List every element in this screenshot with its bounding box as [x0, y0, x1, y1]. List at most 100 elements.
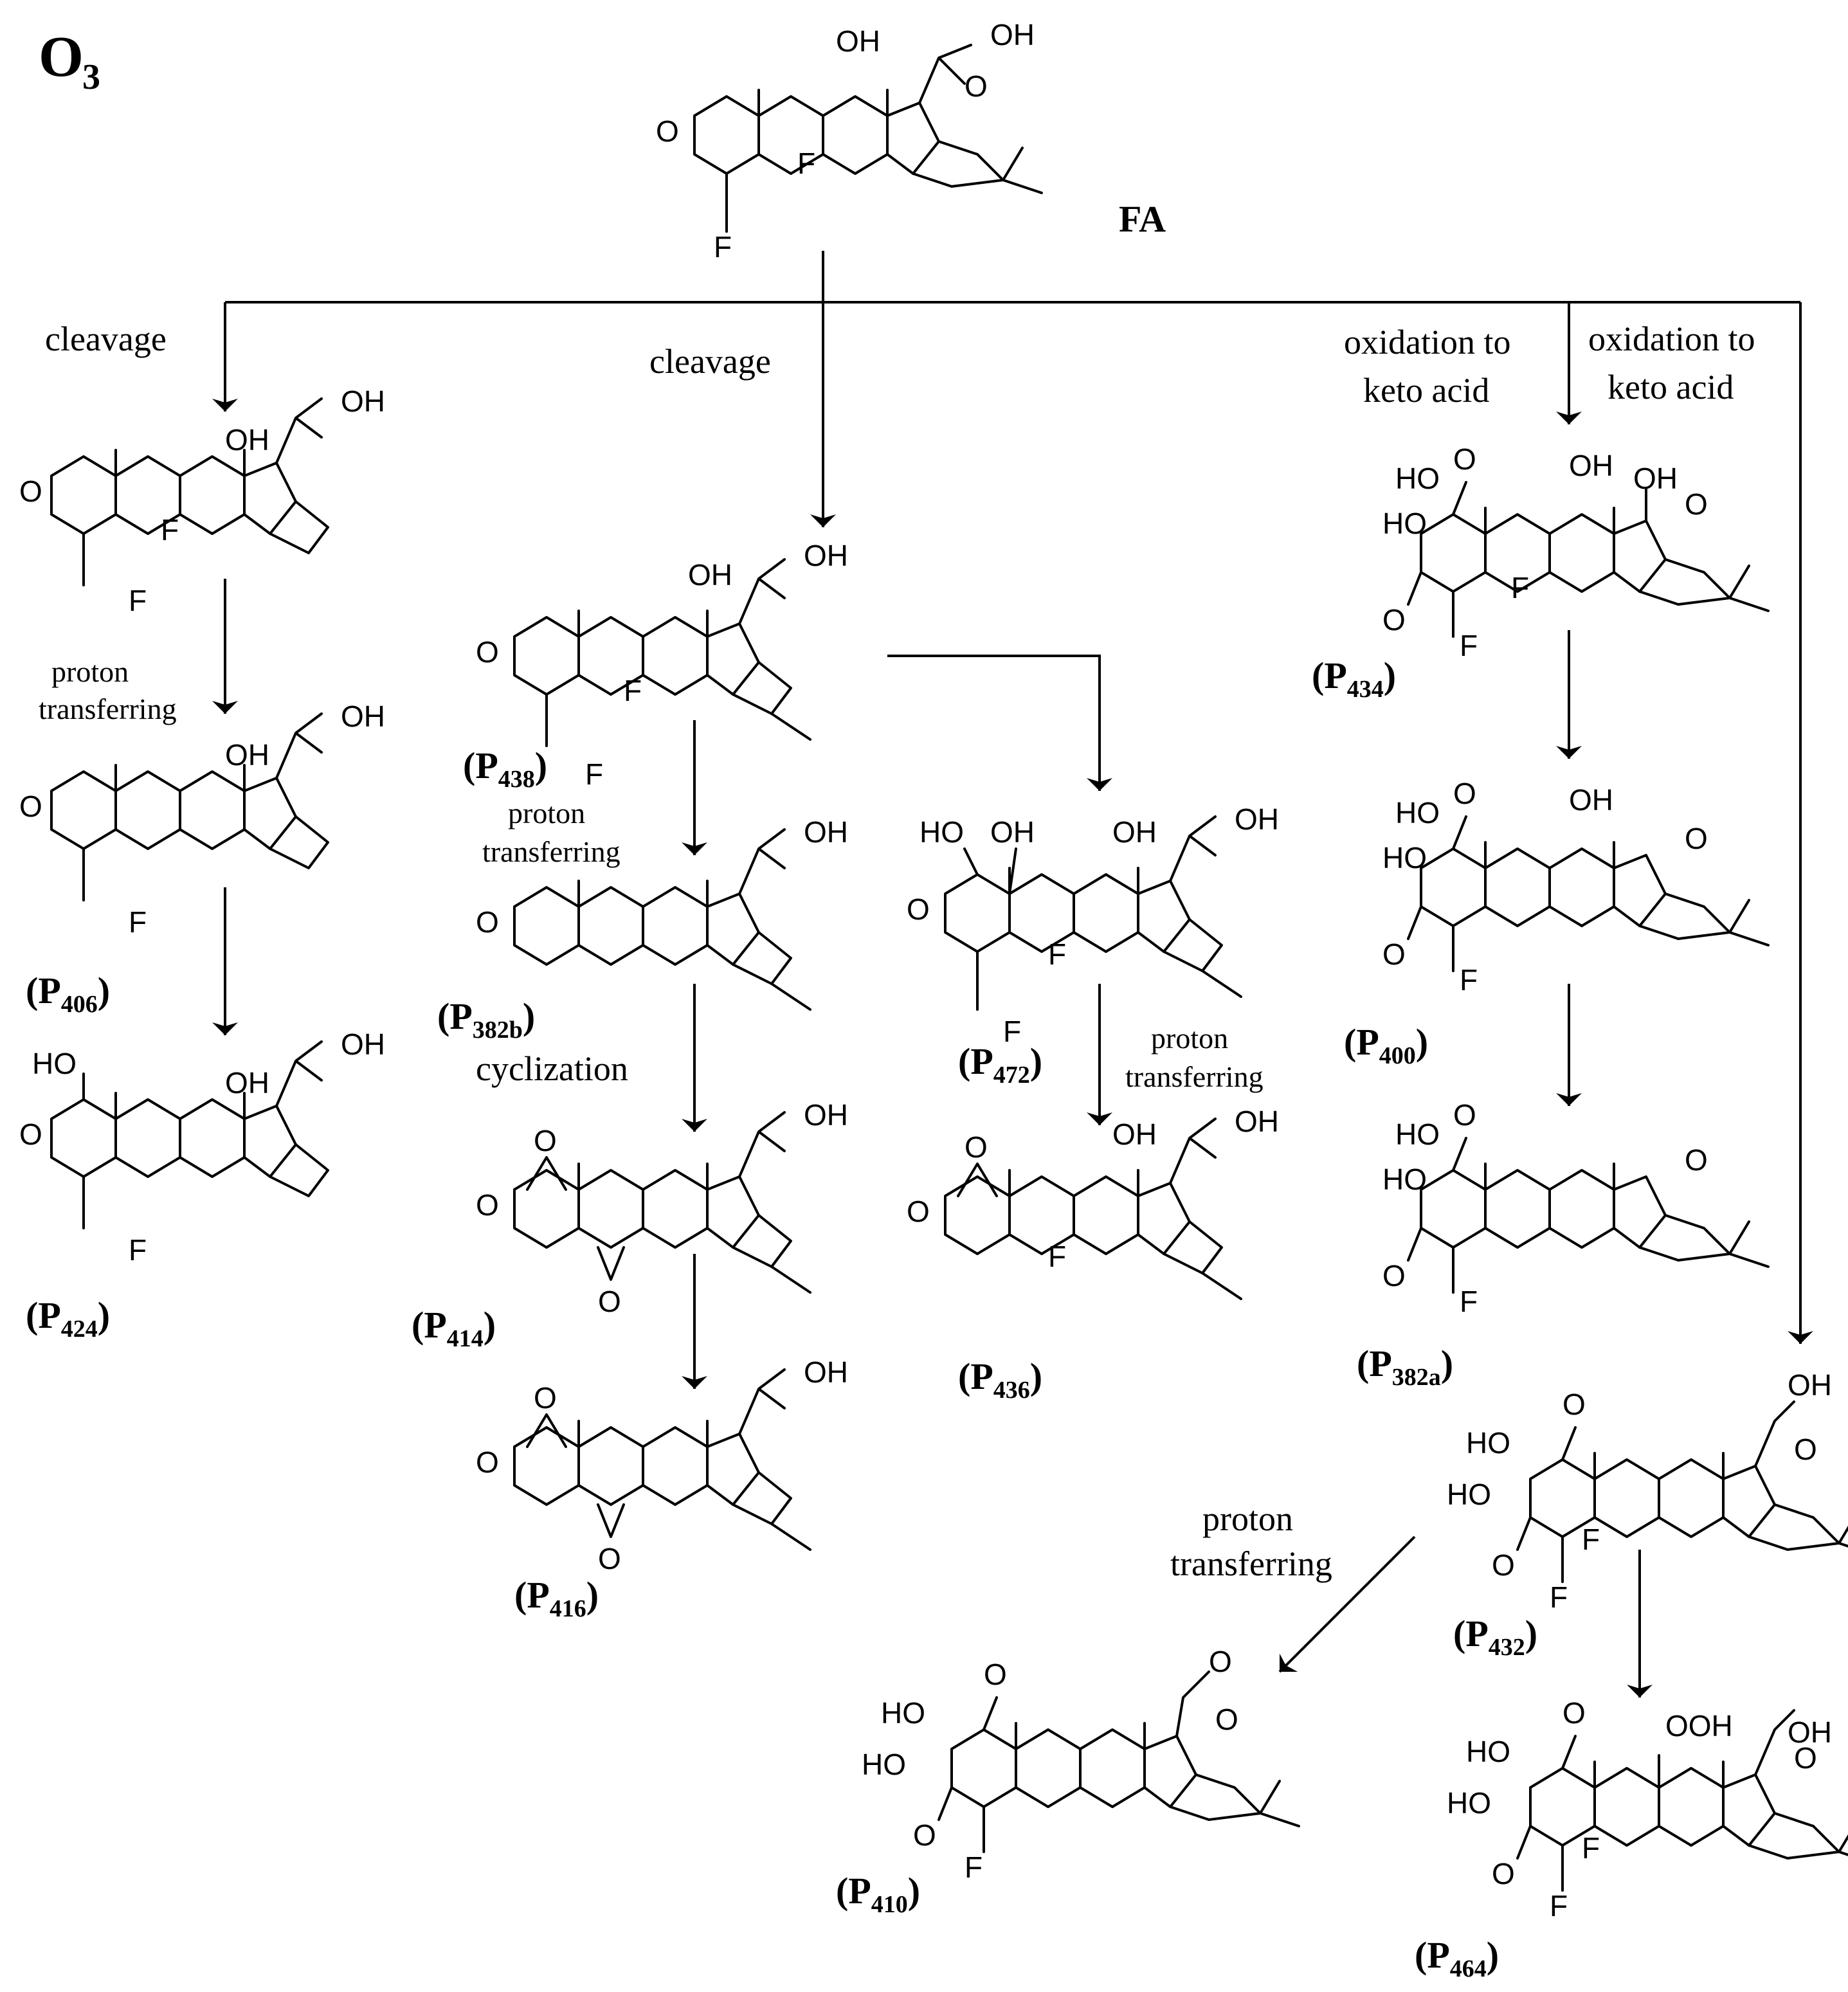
label-P382a: (P382a) — [1357, 1343, 1453, 1391]
svg-text:(P414): (P414) — [412, 1304, 496, 1352]
step-oxidation-2-l1: oxidation to — [1588, 320, 1755, 358]
svg-text:HO: HO — [1395, 796, 1440, 829]
svg-text:(P464): (P464) — [1415, 1934, 1499, 1982]
structure-P434: HO O HO O OH OH O F F — [1382, 442, 1770, 662]
step-cleavage-left: cleavage — [45, 320, 167, 358]
structure-P382b: O OH — [476, 815, 848, 1011]
svg-text:O: O — [19, 475, 42, 508]
svg-text:O: O — [1453, 777, 1476, 810]
label-P464: (P464) — [1415, 1934, 1499, 1982]
svg-text:F: F — [129, 1233, 147, 1267]
svg-text:O: O — [907, 1195, 930, 1228]
svg-text:OH: OH — [1569, 783, 1613, 817]
svg-text:OH: OH — [688, 558, 732, 592]
step-oxidation-2-l2: keto acid — [1608, 368, 1734, 406]
svg-text:F: F — [1003, 1015, 1021, 1048]
svg-text:(P424): (P424) — [26, 1294, 110, 1343]
svg-text:F: F — [129, 584, 147, 617]
svg-text:O: O — [19, 1118, 42, 1151]
structure-P432: HO O HO O OH O F F — [1447, 1368, 1848, 1614]
svg-text:O: O — [1382, 937, 1406, 971]
svg-text:(P382a): (P382a) — [1357, 1343, 1453, 1391]
svg-text:O: O — [965, 1130, 988, 1164]
svg-text:HO: HO — [32, 1047, 77, 1080]
svg-text:F: F — [1582, 1831, 1600, 1865]
svg-text:O: O — [1215, 1703, 1238, 1736]
label-P406: (P406) — [26, 970, 110, 1018]
svg-text:F: F — [161, 513, 179, 547]
svg-text:(P436): (P436) — [958, 1355, 1042, 1404]
svg-text:OH: OH — [1633, 462, 1678, 495]
svg-text:HO: HO — [1447, 1786, 1491, 1820]
svg-text:OH: OH — [341, 385, 385, 418]
svg-text:OH: OH — [804, 1098, 848, 1132]
svg-text:(P434): (P434) — [1312, 655, 1396, 703]
svg-text:HO: HO — [1395, 1118, 1440, 1151]
svg-text:O: O — [1453, 442, 1476, 476]
svg-text:O: O — [534, 1381, 557, 1415]
label-FA: FA — [1119, 198, 1166, 240]
structure-FA: O OH OH O F F — [656, 18, 1043, 264]
svg-text:O: O — [1492, 1857, 1515, 1890]
svg-text:O: O — [534, 1124, 557, 1157]
step-proton-432-l1: proton — [1202, 1499, 1293, 1538]
svg-text:OH: OH — [990, 18, 1035, 51]
svg-text:O: O — [1492, 1548, 1515, 1582]
svg-text:F: F — [965, 1851, 983, 1884]
step-proton-left-l1: proton — [51, 655, 129, 688]
svg-text:OH: OH — [225, 1066, 269, 1100]
structure-P436: O O OH OH F — [907, 1105, 1279, 1300]
svg-text:(P382b): (P382b) — [437, 995, 535, 1044]
step-cleavage-mid: cleavage — [649, 342, 771, 381]
svg-text:OH: OH — [1235, 1105, 1279, 1138]
svg-text:HO: HO — [1466, 1426, 1510, 1460]
svg-text:HO: HO — [1382, 841, 1427, 874]
label-P432: (P432) — [1453, 1613, 1537, 1661]
svg-text:OH: OH — [1112, 1118, 1157, 1151]
svg-text:OOH: OOH — [1665, 1709, 1733, 1743]
svg-text:O: O — [1563, 1696, 1586, 1730]
svg-text:O: O — [1563, 1388, 1586, 1421]
svg-text:F: F — [1460, 963, 1478, 997]
label-P424: (P424) — [26, 1294, 110, 1343]
svg-text:HO: HO — [919, 815, 964, 849]
svg-text:(P472): (P472) — [958, 1040, 1042, 1089]
svg-text:F: F — [129, 905, 147, 939]
svg-text:OH: OH — [1112, 815, 1157, 849]
svg-text:OH: OH — [804, 539, 848, 572]
label-P382b: (P382b) — [437, 995, 535, 1044]
reagent-main: O — [39, 25, 84, 89]
step-proton-432-l2: transferring — [1170, 1544, 1332, 1583]
svg-text:O: O — [1794, 1741, 1817, 1775]
svg-text:O: O — [476, 1445, 499, 1479]
svg-text:F: F — [624, 674, 642, 707]
svg-text:O: O — [1209, 1645, 1232, 1678]
svg-text:O: O — [984, 1658, 1007, 1691]
svg-text:O: O — [476, 635, 499, 669]
svg-text:O: O — [476, 1188, 499, 1222]
svg-text:HO: HO — [1382, 507, 1427, 540]
svg-text:(P406): (P406) — [26, 970, 110, 1018]
step-proton-mid-l1: proton — [508, 797, 585, 829]
svg-text:O: O — [598, 1542, 621, 1575]
structure-P424: O HO OH OH F — [19, 1028, 385, 1267]
svg-text:O: O — [476, 905, 499, 939]
reagent-ozone: O 3 — [39, 25, 100, 97]
step-oxidation-1-l2: keto acid — [1363, 371, 1489, 410]
svg-text:OH: OH — [804, 1355, 848, 1389]
structure-P406: O OH OH F — [19, 700, 385, 939]
structure-P472: O HO OH OH OH F F — [907, 802, 1279, 1048]
svg-text:OH: OH — [1788, 1716, 1832, 1749]
step-cyclization: cyclization — [476, 1049, 628, 1088]
svg-text:F: F — [1582, 1523, 1600, 1556]
svg-text:HO: HO — [1447, 1478, 1491, 1511]
structure-P410: HO O HO O O O F — [862, 1645, 1300, 1884]
reagent-sub: 3 — [82, 57, 100, 97]
label-P400: (P400) — [1344, 1021, 1428, 1069]
svg-text:F: F — [797, 147, 815, 180]
structure-P416: O O O OH — [476, 1355, 848, 1575]
step-oxidation-1-l1: oxidation to — [1344, 323, 1510, 361]
svg-text:O: O — [1453, 1098, 1476, 1132]
svg-text:O: O — [1685, 1143, 1708, 1177]
